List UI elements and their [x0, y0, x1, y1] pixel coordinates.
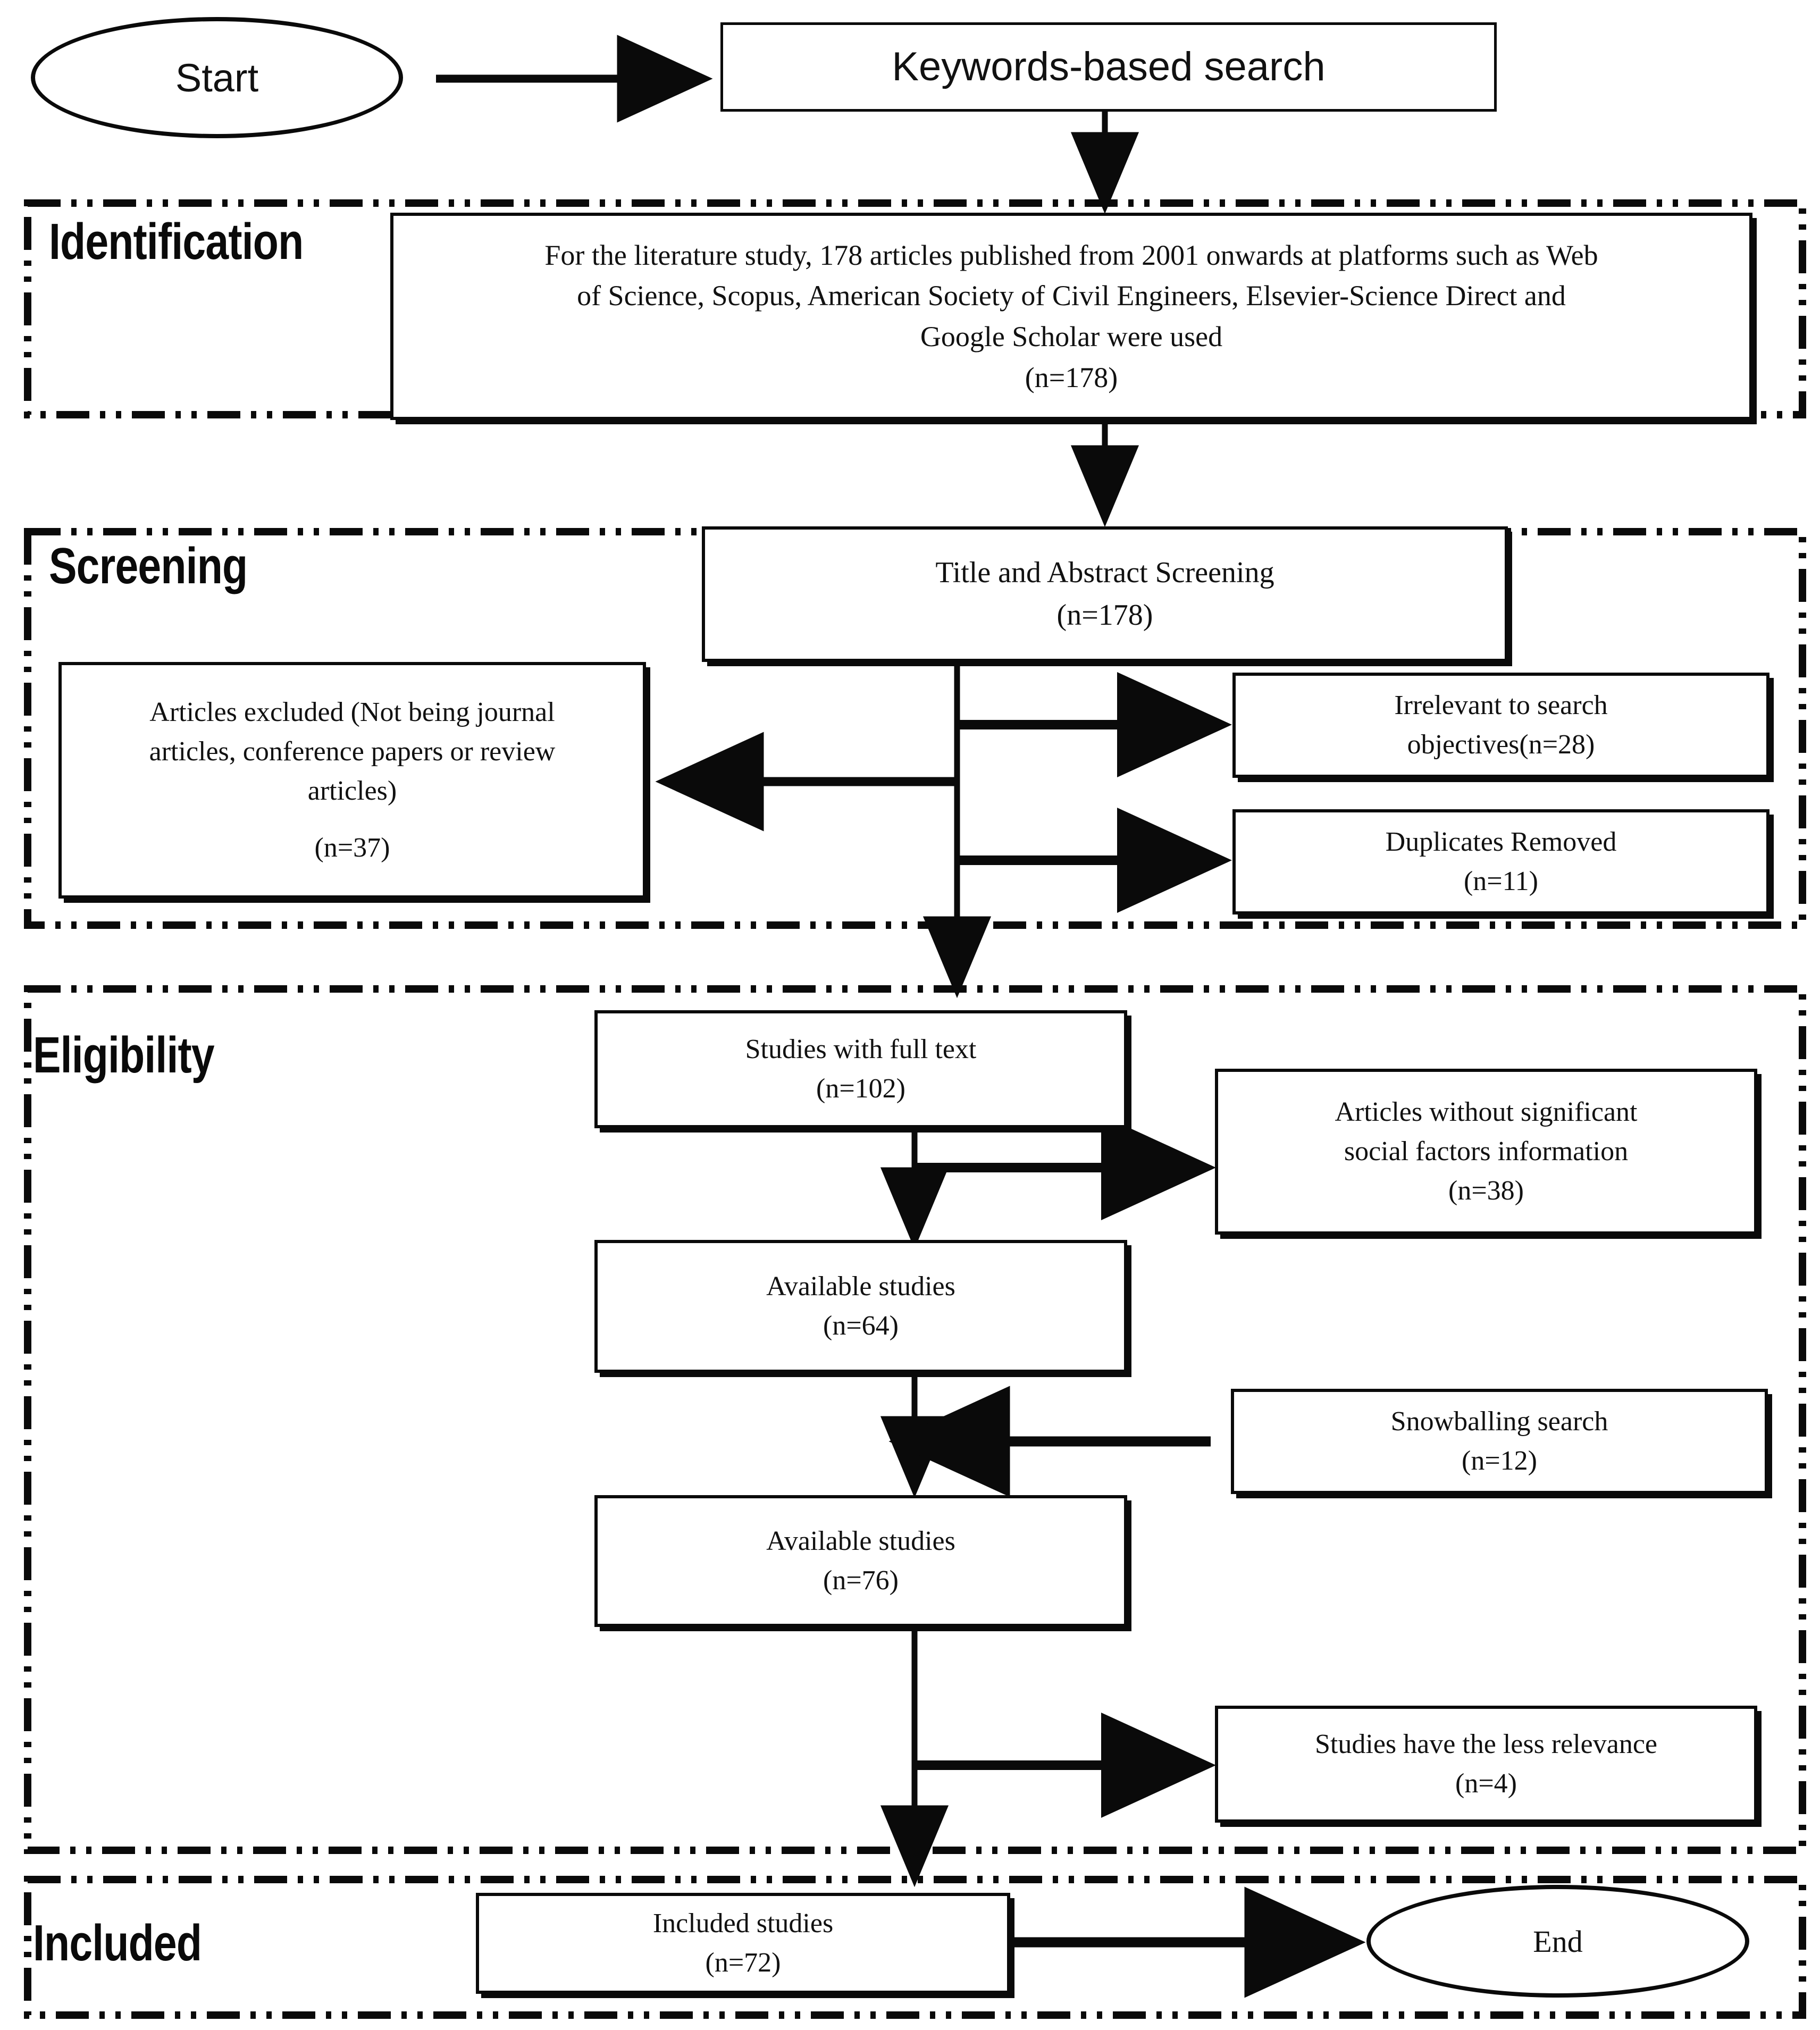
node-irrelevant-count: objectives(n=28): [1407, 729, 1595, 760]
node-studies-less-relevance[interactable]: Studies have the less relevance (n=4): [1215, 1706, 1757, 1823]
node-irrelevant-to-objectives[interactable]: Irrelevant to search objectives(n=28): [1232, 673, 1769, 778]
node-start[interactable]: Start: [31, 17, 403, 138]
node-title-abstract-screening-count: (n=178): [1056, 598, 1153, 632]
node-start-label: Start: [175, 55, 259, 100]
node-articles-without-social-line-1: Articles without significant: [1335, 1097, 1638, 1128]
node-included-studies-label: Included studies: [652, 1908, 834, 1939]
node-studies-less-relevance-label: Studies have the less relevance: [1315, 1729, 1657, 1760]
node-available-studies-76-count: (n=76): [823, 1565, 899, 1596]
node-available-studies-64-count: (n=64): [823, 1311, 899, 1341]
node-keywords-search[interactable]: Keywords-based search: [720, 22, 1497, 112]
node-included-studies-count: (n=72): [705, 1948, 781, 1978]
node-snowballing-search-count: (n=12): [1462, 1446, 1537, 1476]
node-articles-without-social-factors[interactable]: Articles without significant social fact…: [1215, 1069, 1757, 1235]
stage-label-eligibility: Eligibility: [33, 1027, 215, 1084]
stage-label-identification: Identification: [49, 213, 304, 270]
node-articles-excluded-count: (n=37): [314, 833, 390, 863]
node-studies-full-text[interactable]: Studies with full text (n=102): [594, 1010, 1127, 1128]
node-end[interactable]: End: [1366, 1885, 1749, 1998]
node-articles-excluded[interactable]: Articles excluded (Not being journal art…: [58, 662, 646, 899]
stage-frame-included: [24, 1876, 1806, 2019]
node-available-studies-76-label: Available studies: [766, 1526, 955, 1557]
node-articles-excluded-line-3: articles): [307, 775, 397, 806]
node-articles-without-social-line-2: social factors information: [1344, 1136, 1629, 1167]
node-title-abstract-screening[interactable]: Title and Abstract Screening (n=178): [702, 526, 1508, 662]
node-articles-without-social-count: (n=38): [1448, 1175, 1524, 1206]
node-duplicates-removed-count: (n=11): [1463, 866, 1538, 896]
node-identification-count: (n=178): [1025, 361, 1118, 393]
node-snowballing-search-label: Snowballing search: [1390, 1406, 1608, 1437]
node-irrelevant-line-1: Irrelevant to search: [1394, 690, 1608, 721]
stage-label-included: Included: [33, 1915, 202, 1972]
node-studies-less-relevance-count: (n=4): [1455, 1768, 1517, 1799]
stage-frame-eligibility: [24, 985, 1806, 1854]
node-title-abstract-screening-label: Title and Abstract Screening: [935, 556, 1274, 589]
node-snowballing-search[interactable]: Snowballing search (n=12): [1231, 1389, 1768, 1494]
node-duplicates-removed-label: Duplicates Removed: [1385, 827, 1617, 858]
node-available-studies-76[interactable]: Available studies (n=76): [594, 1495, 1127, 1627]
node-studies-full-text-label: Studies with full text: [745, 1034, 977, 1065]
node-available-studies-64[interactable]: Available studies (n=64): [594, 1240, 1127, 1373]
node-articles-excluded-line-2: articles, conference papers or review: [149, 736, 556, 767]
node-included-studies[interactable]: Included studies (n=72): [476, 1893, 1010, 1994]
node-identification-line-3: Google Scholar were used: [920, 321, 1223, 353]
stage-label-screening: Screening: [49, 538, 248, 594]
stage-frame-screening: [24, 528, 1806, 929]
node-studies-full-text-count: (n=102): [816, 1073, 905, 1104]
node-keywords-search-label: Keywords-based search: [892, 44, 1326, 90]
node-available-studies-64-label: Available studies: [766, 1271, 955, 1302]
node-identification-line-1: For the literature study, 178 articles p…: [544, 239, 1598, 271]
node-identification-box[interactable]: For the literature study, 178 articles p…: [390, 213, 1752, 420]
node-identification-line-2: of Science, Scopus, American Society of …: [577, 280, 1566, 312]
node-duplicates-removed[interactable]: Duplicates Removed (n=11): [1232, 809, 1769, 915]
node-articles-excluded-line-1: Articles excluded (Not being journal: [149, 697, 555, 727]
node-end-label: End: [1533, 1924, 1583, 1959]
